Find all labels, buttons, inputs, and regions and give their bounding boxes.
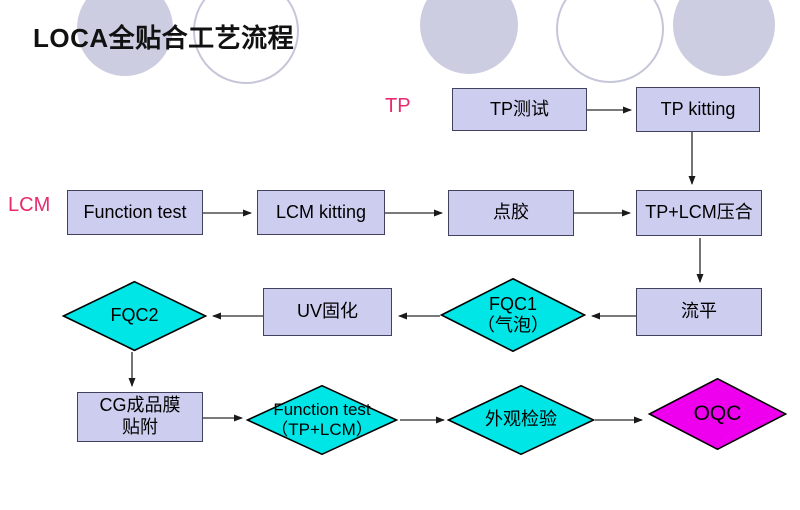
flow-node-dispensing: 点胶: [448, 190, 574, 236]
page-title: LOCA全贴合工艺流程: [33, 23, 295, 53]
diamond-shape: [447, 385, 595, 455]
lane-label-lcm: LCM: [8, 194, 51, 216]
node-label: TP kitting: [660, 98, 736, 119]
node-label-line2: （TP+LCM）: [271, 420, 373, 439]
node-label-line1: FQC1: [488, 293, 537, 314]
flow-node-fqc1: FQC1 （气泡）: [440, 278, 586, 352]
flow-node-tp-kitting: TP kitting: [636, 87, 760, 132]
node-label: TP+LCM压合: [645, 202, 753, 223]
node-label: TP测试: [489, 98, 549, 119]
node-label-line2: 贴附: [122, 417, 158, 437]
node-label: OQC: [693, 401, 742, 425]
node-label: 点胶: [493, 202, 529, 223]
flow-node-uv-curing: UV固化: [263, 288, 392, 336]
flow-node-leveling: 流平: [636, 288, 762, 336]
diamond-shape: [62, 281, 207, 351]
node-label: UV固化: [296, 301, 358, 322]
node-label: LCM kitting: [275, 201, 367, 222]
node-label-line2: （气泡）: [477, 315, 549, 335]
node-label: 外观检验: [485, 409, 557, 430]
diamond-shape: [648, 378, 787, 450]
node-label-multiline: CG成品膜 贴附: [100, 395, 181, 438]
flow-node-cg-film: CG成品膜 贴附: [77, 392, 203, 442]
diamond-shape: [246, 385, 398, 455]
flow-node-function-test-tp-lcm: Function test （TP+LCM）: [246, 385, 398, 455]
flow-node-fqc2: FQC2: [62, 281, 207, 351]
flow-node-visual-inspection: 外观检验: [447, 385, 595, 455]
node-label: 流平: [681, 301, 717, 322]
flow-node-tp-test: TP测试: [452, 88, 587, 131]
decorative-circle: [673, 0, 775, 76]
node-label: FQC2: [110, 305, 159, 326]
decorative-circle: [193, 0, 299, 84]
decorative-circle: [420, 0, 518, 74]
diamond-shape: [440, 278, 586, 352]
node-label-line1: Function test: [273, 399, 371, 419]
node-label-line1: CG成品膜: [99, 395, 181, 416]
decorative-circle: [556, 0, 664, 83]
flow-node-oqc: OQC: [648, 378, 787, 450]
lane-label-tp: TP: [385, 95, 411, 117]
flow-node-tp-lcm-lamination: TP+LCM压合: [636, 190, 762, 236]
flow-node-function-test: Function test: [67, 190, 203, 235]
decorative-circle: [77, 0, 173, 76]
node-label: Function test: [83, 201, 187, 222]
flow-node-lcm-kitting: LCM kitting: [257, 190, 385, 235]
